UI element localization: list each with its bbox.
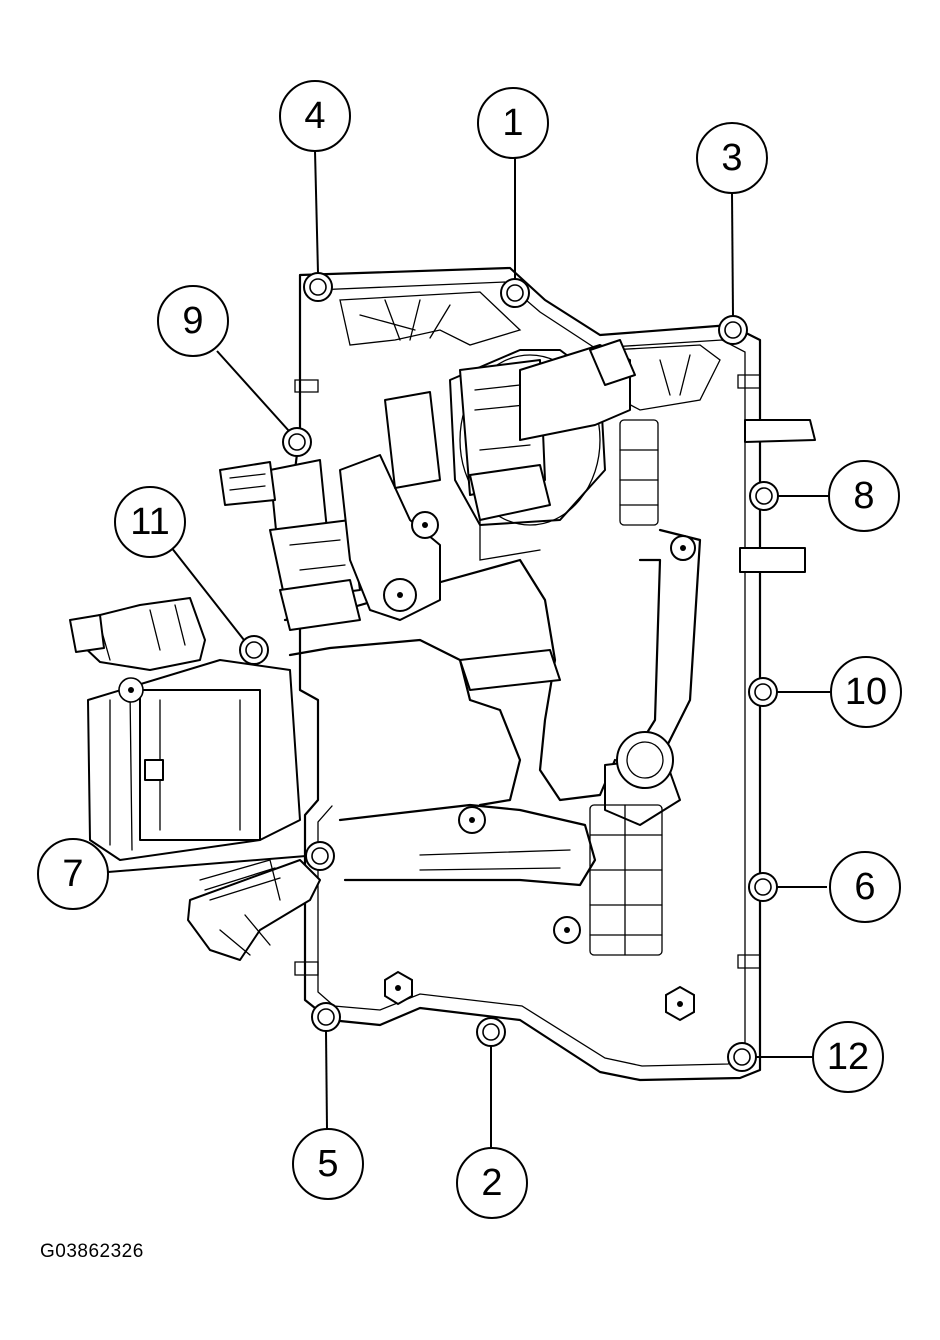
flange-bolts (239, 272, 779, 1072)
upper-plenum (339, 291, 522, 346)
right-runner-top (609, 344, 721, 411)
right-pipe-stub-lower (739, 547, 806, 573)
lower-runner-tube (338, 803, 597, 887)
bolt-2 (476, 1017, 506, 1047)
bolt-4 (303, 272, 333, 302)
callout-label: 2 (481, 1162, 502, 1204)
callout-11: 11 (114, 486, 186, 558)
rib-grid-lower (589, 804, 663, 956)
bolt-9 (282, 427, 312, 457)
callout-4: 4 (279, 80, 351, 152)
callout-label: 8 (853, 475, 874, 517)
right-pipe-stub-upper (744, 419, 816, 443)
callout-1: 1 (477, 87, 549, 159)
vacuum-port (616, 731, 674, 789)
callout-9: 9 (157, 285, 229, 357)
intake-manifold-drawing (69, 266, 816, 1082)
bolt-3 (718, 315, 748, 345)
bolt-6 (748, 872, 778, 902)
throttle-body (69, 597, 301, 861)
bolt-10 (748, 677, 778, 707)
callout-label: 10 (845, 671, 887, 713)
callout-label: 3 (721, 137, 742, 179)
bolt-8 (749, 481, 779, 511)
callout-label: 7 (62, 853, 83, 895)
manifold-gasket-inner (314, 281, 746, 1067)
callout-8: 8 (828, 460, 900, 532)
callout-label: 11 (130, 501, 169, 543)
callout-label: 4 (304, 95, 325, 137)
callout-10: 10 (830, 656, 902, 728)
bolt-11 (239, 635, 269, 665)
rib-grid-upper (619, 419, 659, 526)
throttle-linkage (187, 859, 321, 961)
bolt-7 (305, 841, 335, 871)
callout-5: 5 (292, 1128, 364, 1200)
callout-3: 3 (696, 122, 768, 194)
callout-label: 6 (854, 866, 875, 908)
bolt-12 (727, 1042, 757, 1072)
callout-7: 7 (37, 838, 109, 910)
right-support-arm (658, 528, 702, 762)
callout-6: 6 (829, 851, 901, 923)
bolt-1 (500, 278, 530, 308)
callout-label: 9 (182, 300, 203, 342)
callout-2: 2 (456, 1147, 528, 1219)
valve-assembly (449, 339, 636, 561)
figure-id-label: G03862326 (40, 1241, 144, 1262)
bolt-5 (311, 1002, 341, 1032)
callout-label: 5 (317, 1143, 338, 1185)
callout-label: 12 (827, 1036, 869, 1078)
callout-label: 1 (502, 102, 523, 144)
callout-12: 12 (812, 1021, 884, 1093)
leader-lines (107, 150, 830, 1148)
runner-strap (459, 649, 561, 691)
idle-air-actuator (219, 391, 441, 631)
